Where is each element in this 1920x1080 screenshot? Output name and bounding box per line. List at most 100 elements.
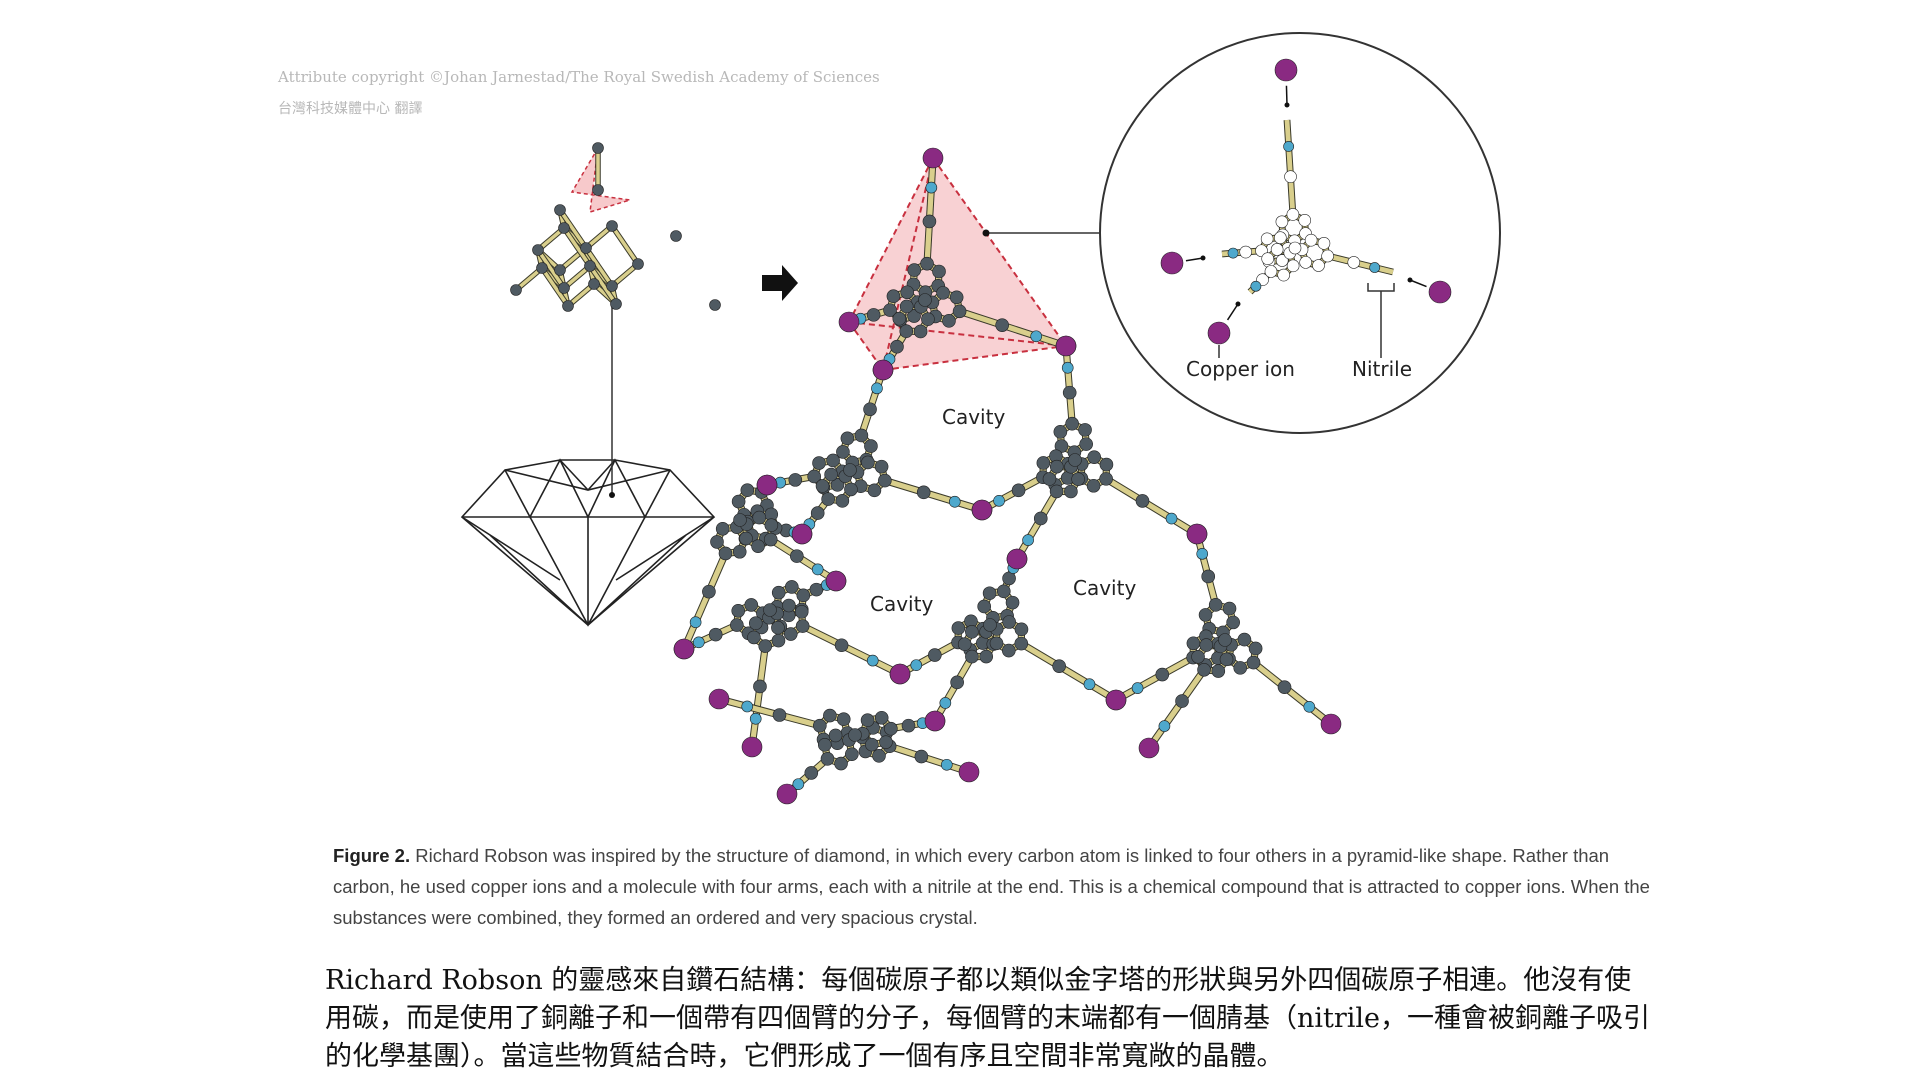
bond [1104, 476, 1199, 537]
gem-pointer-dot [609, 492, 615, 498]
bond [588, 265, 618, 305]
carbon-atom [1211, 664, 1226, 678]
bond [888, 743, 970, 775]
carbon-atom [790, 549, 804, 563]
carbon-atom [952, 304, 967, 319]
carbon-atom [744, 598, 759, 612]
tetrahedron [570, 147, 631, 214]
carbon-atom [1317, 237, 1331, 250]
carbon-atom [843, 463, 857, 477]
carbon-atom [1321, 249, 1334, 263]
carbon-atom [809, 582, 824, 597]
copper-ion [1105, 689, 1127, 711]
carbon-atom [1042, 472, 1057, 486]
cavity-label: Cavity [1073, 576, 1137, 600]
carbon-atom [918, 293, 932, 307]
carbon-atom [510, 284, 522, 296]
chinese-translation: Richard Robson 的靈感來自鑽石結構：每個碳原子都以類似金字塔的形狀… [325, 965, 1651, 1072]
bond [1251, 660, 1333, 727]
carbon-atom [718, 546, 733, 561]
carbon-atom [907, 263, 922, 277]
carbon-atom [983, 618, 997, 632]
carbon-atom [899, 299, 914, 314]
carbon-atom [1198, 608, 1213, 622]
carbon-atom [977, 599, 991, 614]
carbon-atom [1099, 472, 1113, 486]
carbon-atom [1270, 243, 1284, 256]
carbon-atom [1011, 483, 1026, 498]
carbon-atom [1201, 569, 1216, 584]
carbon-atom [1002, 615, 1016, 629]
carbon-atom [874, 459, 889, 474]
copper-ion [872, 359, 894, 381]
carbon-atom [772, 708, 787, 722]
copper-ion [825, 570, 847, 592]
nitrogen-atom [1061, 361, 1074, 374]
bond [958, 308, 1067, 349]
carbon-atom [783, 627, 798, 641]
carbon-atom [536, 262, 548, 274]
carbon-atom [795, 619, 810, 633]
attraction-arrow [1226, 303, 1239, 321]
carbon-atom [845, 747, 859, 761]
carbon-atom [884, 721, 898, 736]
tetrahedron-edge [882, 157, 934, 371]
nitrogen-atom [741, 700, 754, 713]
carbon-atom [554, 204, 566, 216]
carbon-atom [1135, 494, 1150, 508]
carbon-atom [1304, 233, 1318, 247]
carbon-atom [764, 518, 779, 533]
bond [1327, 253, 1394, 275]
copper-ion [1006, 548, 1028, 570]
carbon-atom [1086, 478, 1101, 493]
carbon-atom [1049, 484, 1064, 499]
carbon-atom [1064, 484, 1078, 499]
carbon-atom [558, 282, 570, 294]
carbon-atom [830, 478, 845, 492]
carbon-atom [950, 675, 964, 690]
carbon-atom [1001, 643, 1016, 658]
carbon-atom [632, 258, 644, 270]
carbon-atom [670, 230, 682, 242]
carbon-atom [1284, 170, 1297, 183]
carbon-atom [730, 618, 744, 632]
carbon-atom [1014, 622, 1029, 637]
carbon-atom [709, 299, 721, 311]
nitrogen-atom [910, 659, 923, 671]
nitrogen-atom [940, 758, 953, 771]
nitrile-label: Nitrile [1352, 357, 1412, 381]
carbon-atom [532, 244, 544, 256]
nitrogen-atom [939, 697, 952, 709]
copper-ion [971, 499, 993, 521]
carbon-atom [1274, 231, 1287, 245]
arrow-right-icon [762, 265, 798, 301]
bond [1014, 490, 1059, 561]
carbon-atom [782, 598, 796, 613]
bond [1194, 533, 1219, 606]
carbon-atom [1049, 459, 1064, 474]
carbon-atom [866, 308, 881, 322]
carbon-atom [758, 639, 773, 653]
carbon-atom [1277, 268, 1290, 282]
bond [562, 227, 592, 267]
carbon-atom [914, 749, 929, 764]
nitrogen-atom [1131, 682, 1144, 694]
tetrahedron-edge [882, 345, 1067, 371]
nitrogen-atom [1158, 720, 1171, 732]
carbon-atom [771, 633, 786, 648]
bond [924, 157, 936, 264]
nitrogen-atom [792, 778, 805, 790]
carbon-atom [865, 737, 879, 752]
copper-ion [1274, 58, 1298, 82]
carbon-atom [1261, 252, 1275, 266]
carbon-atom [606, 280, 618, 292]
nitrogen-atom [1030, 330, 1043, 343]
diamond-lattice [510, 142, 721, 312]
carbon-atom [784, 580, 799, 594]
carbon-atom [1264, 265, 1278, 278]
carbon-atom [921, 312, 935, 326]
carbon-atom [1155, 667, 1170, 682]
carbon-atom [1222, 601, 1237, 616]
carbon-atom [1014, 636, 1029, 651]
copper-ion [922, 147, 944, 169]
